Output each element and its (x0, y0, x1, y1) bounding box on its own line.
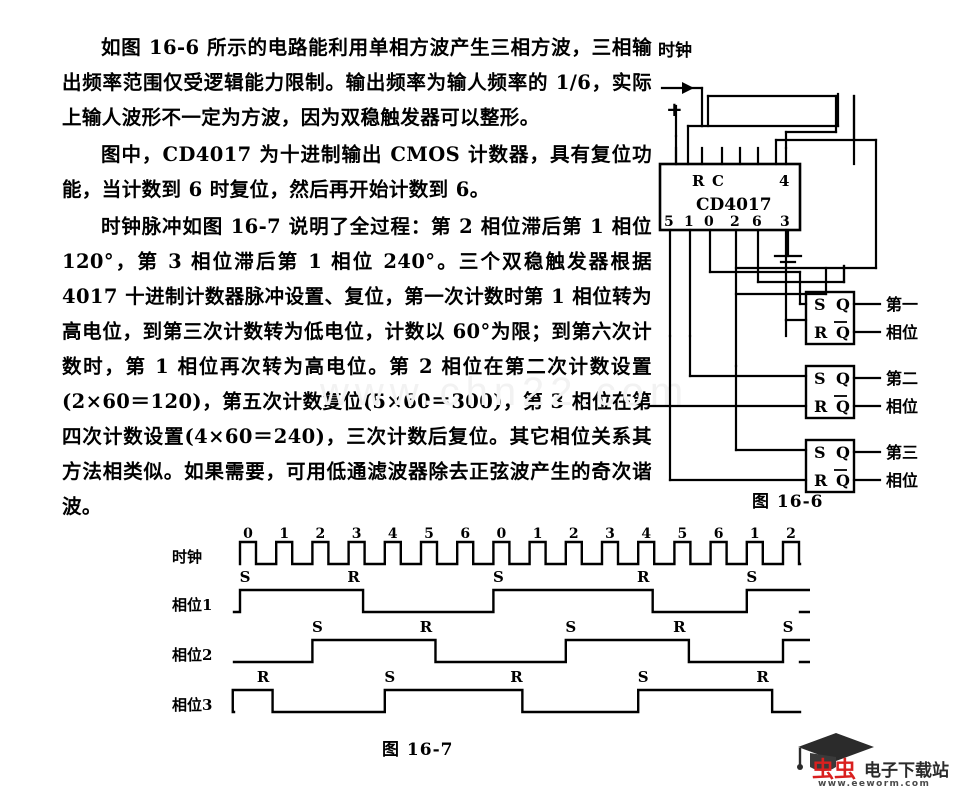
figure-16-7-timing: 时钟相位1 相位2 相位3 0 1 2 3 4 5 6 0 1 2 3 4 5 6 1 2 S R S R S S R S R S R… (170, 520, 810, 725)
phase2-marker-1: R (420, 618, 433, 636)
timing-row-label-2: 相位2 (172, 646, 212, 664)
ff2-out-top: 第二 (886, 369, 918, 388)
phase3-marker-2: R (510, 668, 523, 686)
clock-number-8: 1 (533, 526, 543, 542)
clock-number-2: 2 (316, 526, 326, 542)
phase2-marker-0: S (312, 618, 323, 636)
clock-number-13: 6 (714, 526, 724, 542)
phase2-marker-2: S (565, 618, 576, 636)
timing-row-label-3: 相位3 (172, 696, 212, 714)
timing-row-label-0: 时钟 (172, 548, 202, 566)
phase3-marker-0: R (257, 668, 270, 686)
clock-number-6: 6 (460, 526, 470, 542)
phase3-marker-3: S (638, 668, 649, 686)
phase3-marker-4: R (756, 668, 769, 686)
graduation-cap-icon (797, 733, 874, 771)
ff2-R: R (814, 397, 828, 416)
logo-brand-cn: 虫虫 (812, 757, 856, 783)
chip-pin-5: 5 (664, 214, 674, 230)
ff1-Q: Q (836, 295, 850, 314)
phase1-waveform (232, 588, 810, 614)
figure-16-7-caption: 图 16-7 (382, 740, 454, 760)
phase2-waveform (232, 638, 810, 664)
paragraph-2: 图中，CD4017 为十进制输出 CMOS 计数器，具有复位功能，当计数到 6 … (62, 143, 652, 201)
ff1-out-bottom: 相位 (886, 323, 918, 342)
phase1-marker-0: S (240, 568, 251, 586)
chip-pin-6: 6 (752, 214, 762, 230)
clock-number-9: 2 (569, 526, 579, 542)
phase3-marker-1: S (384, 668, 395, 686)
ff3-Qbar: Q (836, 471, 850, 490)
phase3-waveform (231, 688, 802, 714)
ff2-Q: Q (836, 369, 850, 388)
ff2-Qbar: Q (836, 397, 850, 416)
phase1-marker-3: R (637, 568, 650, 586)
clock-number-0: 0 (243, 526, 253, 542)
ff1-R: R (814, 323, 828, 342)
ff3-R: R (814, 471, 828, 490)
clock-number-10: 3 (605, 526, 615, 542)
chip-pin-0: 0 (704, 214, 714, 230)
clock-number-15: 2 (786, 526, 796, 542)
logo-url: www.eeworm.com (818, 779, 930, 787)
clock-number-11: 4 (641, 526, 651, 542)
figure-16-6-schematic: R C 4 CD4017 5 1 0 2 6 3 时钟 + S R Q Q 第一… (648, 36, 960, 516)
clock-number-3: 3 (352, 526, 362, 542)
paragraph-3: 时钟脉冲如图 16-7 说明了全过程：第 2 相位滞后第 1 相位 120°，第… (62, 215, 652, 518)
clock-number-5: 5 (424, 526, 434, 542)
ff2-out-bottom: 相位 (886, 397, 918, 416)
ff1-out-top: 第一 (886, 295, 918, 314)
phase2-marker-3: R (673, 618, 686, 636)
clock-number-12: 5 (678, 526, 688, 542)
chip-name: CD4017 (696, 195, 772, 215)
clock-waveform (238, 540, 802, 566)
site-watermark-logo: 虫虫 电子下载站 www.eeworm.com (792, 731, 958, 787)
ff3-S: S (814, 443, 826, 462)
timing-row-label-1: 相位1 (172, 596, 212, 614)
clock-number-7: 0 (497, 526, 507, 542)
clock-number-14: 1 (750, 526, 760, 542)
logo-tagline-cn: 电子下载站 (864, 760, 949, 781)
chip-pin-3: 3 (780, 214, 790, 230)
ff1-S: S (814, 295, 826, 314)
ff3-Q: Q (836, 443, 850, 462)
article-body: 如图 16-6 所示的电路能利用单相方波产生三相方波，三相输出频率范围仅受逻辑能… (62, 30, 652, 524)
phase1-marker-4: S (746, 568, 757, 586)
ff2-S: S (814, 369, 826, 388)
paragraph-1: 如图 16-6 所示的电路能利用单相方波产生三相方波，三相输出频率范围仅受逻辑能… (62, 36, 652, 129)
ff3-out-top: 第三 (886, 443, 918, 462)
clock-input-label: 时钟 (658, 40, 692, 61)
ff3-out-bottom: 相位 (886, 471, 918, 490)
figure-16-6-caption: 图 16-6 (752, 492, 824, 512)
chip-pin-R: R (692, 172, 705, 190)
supply-plus-label: + (666, 97, 683, 121)
chip-pin-4: 4 (779, 172, 789, 190)
ff1-Qbar: Q (836, 323, 850, 342)
clock-number-4: 4 (388, 526, 398, 542)
phase2-marker-4: S (783, 618, 794, 636)
chip-pin-1: 1 (684, 214, 694, 230)
clock-number-1: 1 (279, 526, 289, 542)
chip-pin-2: 2 (730, 214, 740, 230)
phase1-marker-2: S (493, 568, 504, 586)
phase1-marker-1: R (347, 568, 360, 586)
chip-pin-C: C (712, 172, 724, 190)
